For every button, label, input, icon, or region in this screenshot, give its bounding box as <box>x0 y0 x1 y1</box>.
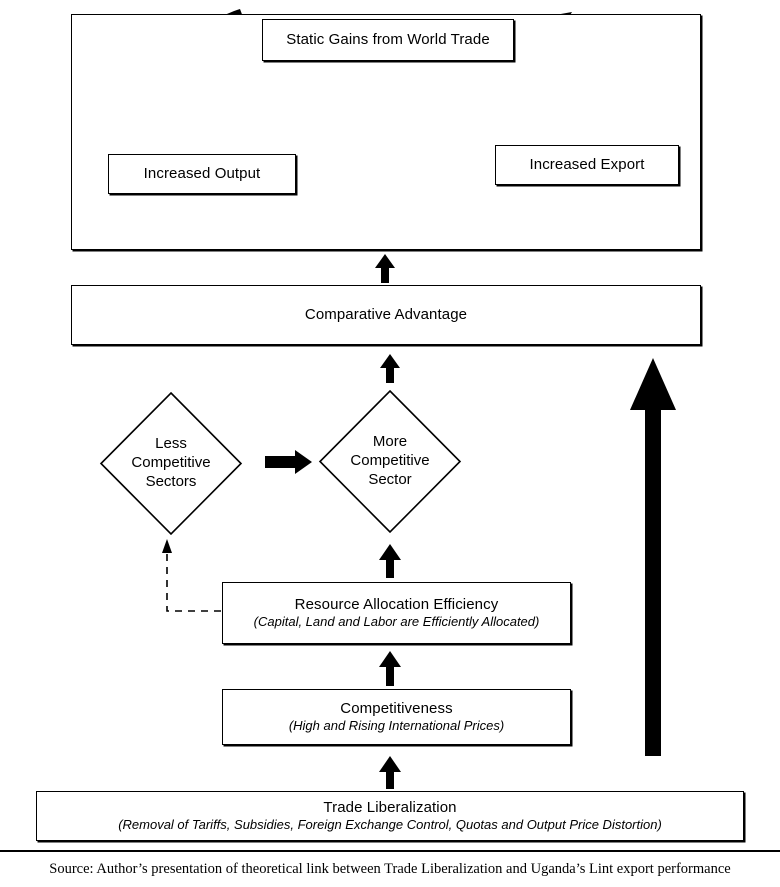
node-trade-liberalization[interactable]: Trade Liberalization (Removal of Tariffs… <box>36 791 744 841</box>
arrow-resource-to-more-competitive <box>379 544 401 578</box>
long-arrow-trade-to-comparative <box>630 358 676 756</box>
footer-divider <box>0 850 780 852</box>
node-increased-output-label: Increased Output <box>143 165 261 183</box>
node-static-gains-label: Static Gains from World Trade <box>286 31 490 49</box>
arrow-trade-to-competitiveness <box>379 756 401 789</box>
less-competitive-diamond-shape <box>99 391 243 536</box>
source-note: Source: Author’s presentation of theoret… <box>49 861 731 877</box>
node-increased-export-label: Increased Export <box>529 156 645 174</box>
node-increased-export[interactable]: Increased Export <box>495 145 679 185</box>
node-resource-allocation-efficiency[interactable]: Resource Allocation Efficiency (Capital,… <box>222 582 571 644</box>
node-static-gains-from-world-trade[interactable]: Static Gains from World Trade <box>262 19 514 61</box>
node-trade-liberalization-title: Trade Liberalization <box>323 798 457 816</box>
node-competitiveness-title: Competitiveness <box>340 699 453 717</box>
arrow-comparative-to-cycle <box>375 254 395 283</box>
node-comparative-advantage-label: Comparative Advantage <box>304 306 468 324</box>
node-competitiveness[interactable]: Competitiveness (High and Rising Interna… <box>222 689 571 745</box>
node-comparative-advantage[interactable]: Comparative Advantage <box>71 285 701 345</box>
arrow-competitiveness-to-resource <box>379 651 401 686</box>
node-competitiveness-sublabel: (High and Rising International Prices) <box>288 718 505 734</box>
node-resource-allocation-sublabel: (Capital, Land and Labor are Efficiently… <box>253 614 540 630</box>
node-trade-liberalization-sublabel: (Removal of Tariffs, Subsidies, Foreign … <box>118 817 662 833</box>
arrow-less-to-more-competitive <box>265 450 312 474</box>
more-competitive-diamond-shape <box>318 389 462 534</box>
arrow-more-competitive-to-comparative <box>380 354 400 383</box>
node-resource-allocation-title: Resource Allocation Efficiency <box>294 595 499 613</box>
dashed-edge-resource-to-less-competitive <box>166 551 221 612</box>
dashed-edge-arrowhead <box>162 539 172 553</box>
node-less-competitive-sectors[interactable]: Less Competitive Sectors <box>99 391 243 536</box>
node-increased-output[interactable]: Increased Output <box>108 154 296 194</box>
node-more-competitive-sector[interactable]: More Competitive Sector <box>318 389 462 534</box>
